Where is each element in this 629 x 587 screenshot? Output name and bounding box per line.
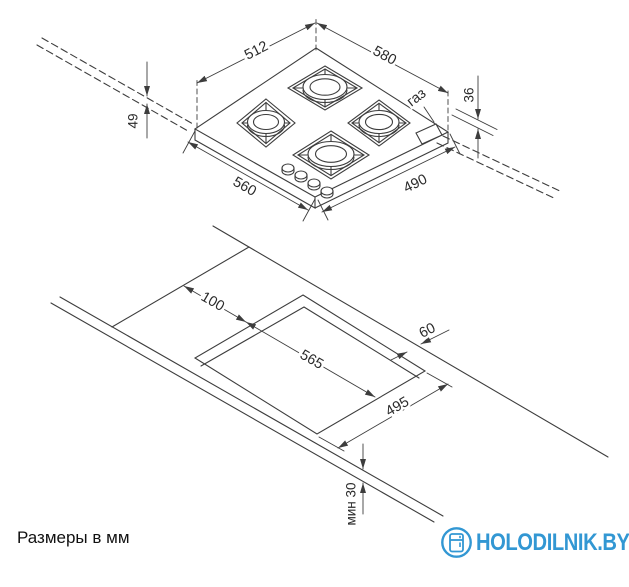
fridge-logo-icon xyxy=(441,527,472,558)
dim-label-60: 60 xyxy=(417,320,439,342)
dim-label-490: 490 xyxy=(401,171,430,196)
units-note: Размеры в мм xyxy=(17,528,130,547)
cutout-dimension-lines xyxy=(183,285,453,515)
dim-label-min-30: мин 30 xyxy=(344,482,359,525)
worktop-rear-edge xyxy=(212,225,609,458)
worktop-left-end-edge xyxy=(111,246,250,328)
dim-label-512: 512 xyxy=(242,38,271,63)
phantom-line-left xyxy=(36,37,194,132)
hob-dimension-lines xyxy=(144,18,498,222)
dim-label-560: 560 xyxy=(230,174,259,200)
worktop-cutout-view: 100 565 60 495 мин 30 xyxy=(50,225,609,528)
dim-label-36: 36 xyxy=(462,87,477,102)
brand-logo-text: HOLODILNIK.BY xyxy=(476,528,629,556)
dim-label-495: 495 xyxy=(383,394,412,420)
burner-right xyxy=(347,99,411,147)
hob-isometric-view: 512 580 газ 49 36 560 490 xyxy=(36,18,563,222)
worktop-front-edges xyxy=(50,296,444,523)
gas-pipe-phantom-line xyxy=(436,135,563,200)
dim-label-100: 100 xyxy=(198,289,227,315)
dim-label-49: 49 xyxy=(126,113,141,128)
brand-logo[interactable]: HOLODILNIK.BY xyxy=(440,526,629,559)
gas-inlet-connector xyxy=(415,123,443,145)
